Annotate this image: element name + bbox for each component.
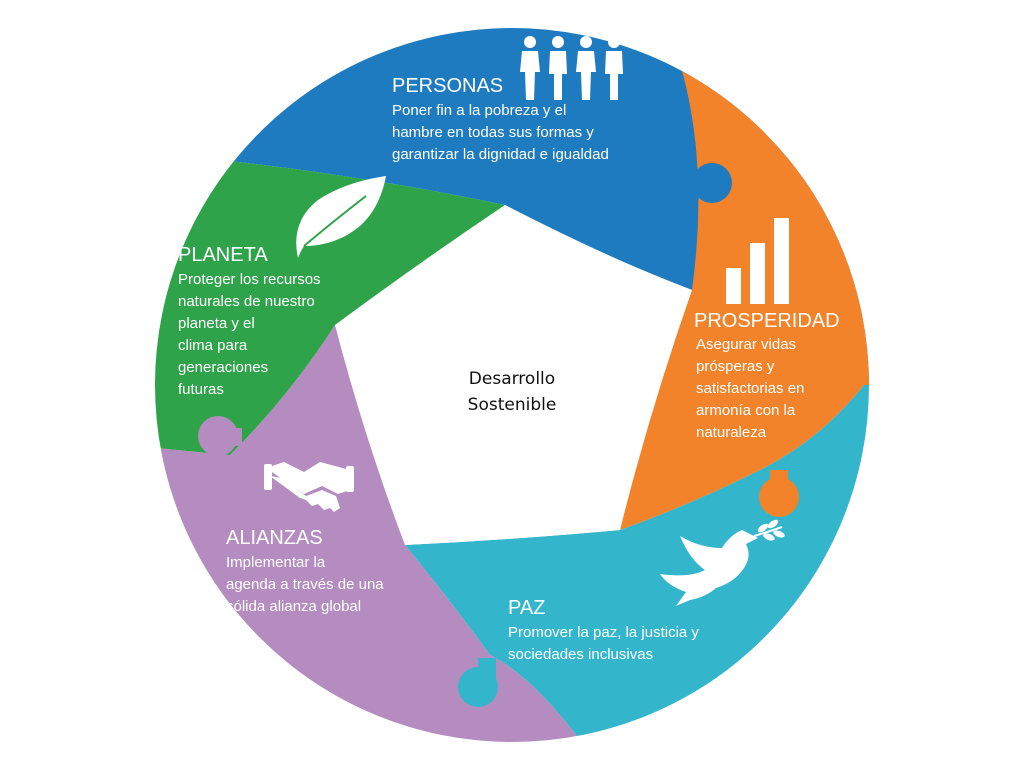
center-pentagon	[335, 205, 692, 545]
alianzas-desc-line: Implementar la	[226, 554, 326, 571]
segment-planeta	[155, 150, 505, 455]
knob-personas-prosperidad	[682, 163, 732, 203]
people-icon	[520, 36, 623, 100]
planeta-desc-line: futuras	[178, 381, 224, 398]
planeta-title: PLANETA	[178, 244, 268, 266]
segment-alianzas	[155, 325, 600, 742]
prosperidad-desc-line: satisfactorias en	[696, 380, 804, 397]
prosperidad-text: PROSPERIDAD Asegurar vidas prósperas y s…	[694, 310, 840, 441]
planeta-desc-line: Proteger los recursos	[178, 271, 321, 288]
planeta-desc-line: naturales de nuestro	[178, 293, 315, 310]
bar-chart-icon	[726, 218, 789, 304]
personas-title: PERSONAS	[392, 75, 503, 97]
knob-alianzas-planeta	[198, 416, 242, 456]
paz-desc-line: Promover la paz, la justicia y	[508, 624, 699, 641]
personas-desc-line: Poner fin a la pobreza y el	[392, 102, 566, 119]
prosperidad-desc-line: prósperas y	[696, 358, 775, 375]
alianzas-desc-line: agenda a través de una	[226, 576, 384, 593]
knob-prosperidad-paz	[759, 470, 799, 517]
personas-desc-line: garantizar la dignidad e igualdad	[392, 146, 609, 163]
dove-icon	[660, 519, 785, 606]
alianzas-title: ALIANZAS	[226, 527, 323, 549]
center-title-line2: Sostenible	[468, 395, 557, 415]
prosperidad-title: PROSPERIDAD	[694, 310, 840, 332]
center-title-line1: Desarrollo	[469, 369, 555, 389]
planeta-desc-line: planeta y el	[178, 315, 255, 332]
paz-text: PAZ Promover la paz, la justicia y socie…	[508, 597, 699, 663]
knob-personas-planeta	[346, 110, 386, 172]
personas-desc-line: hambre en todas sus formas y	[392, 124, 594, 141]
alianzas-text: ALIANZAS Implementar la agenda a través …	[226, 527, 384, 615]
leaf-icon	[296, 176, 386, 258]
prosperidad-desc-line: Asegurar vidas	[696, 336, 796, 353]
planeta-desc-line: generaciones	[178, 359, 268, 376]
prosperidad-desc-line: armonía con la	[696, 402, 796, 419]
alianzas-desc-line: sólida alianza global	[226, 598, 361, 615]
planeta-text: PLANETA Proteger los recursos naturales …	[178, 244, 321, 398]
planeta-desc-line: clima para	[178, 337, 248, 354]
personas-text: PERSONAS Poner fin a la pobreza y el ham…	[392, 75, 609, 163]
paz-desc-line: sociedades inclusivas	[508, 646, 653, 663]
knob-paz-alianzas	[458, 658, 498, 707]
handshake-icon	[264, 462, 354, 512]
segment-prosperidad	[620, 28, 869, 530]
paz-title: PAZ	[508, 597, 545, 619]
puzzle-knobs	[198, 110, 799, 707]
prosperidad-desc-line: naturaleza	[696, 424, 767, 441]
